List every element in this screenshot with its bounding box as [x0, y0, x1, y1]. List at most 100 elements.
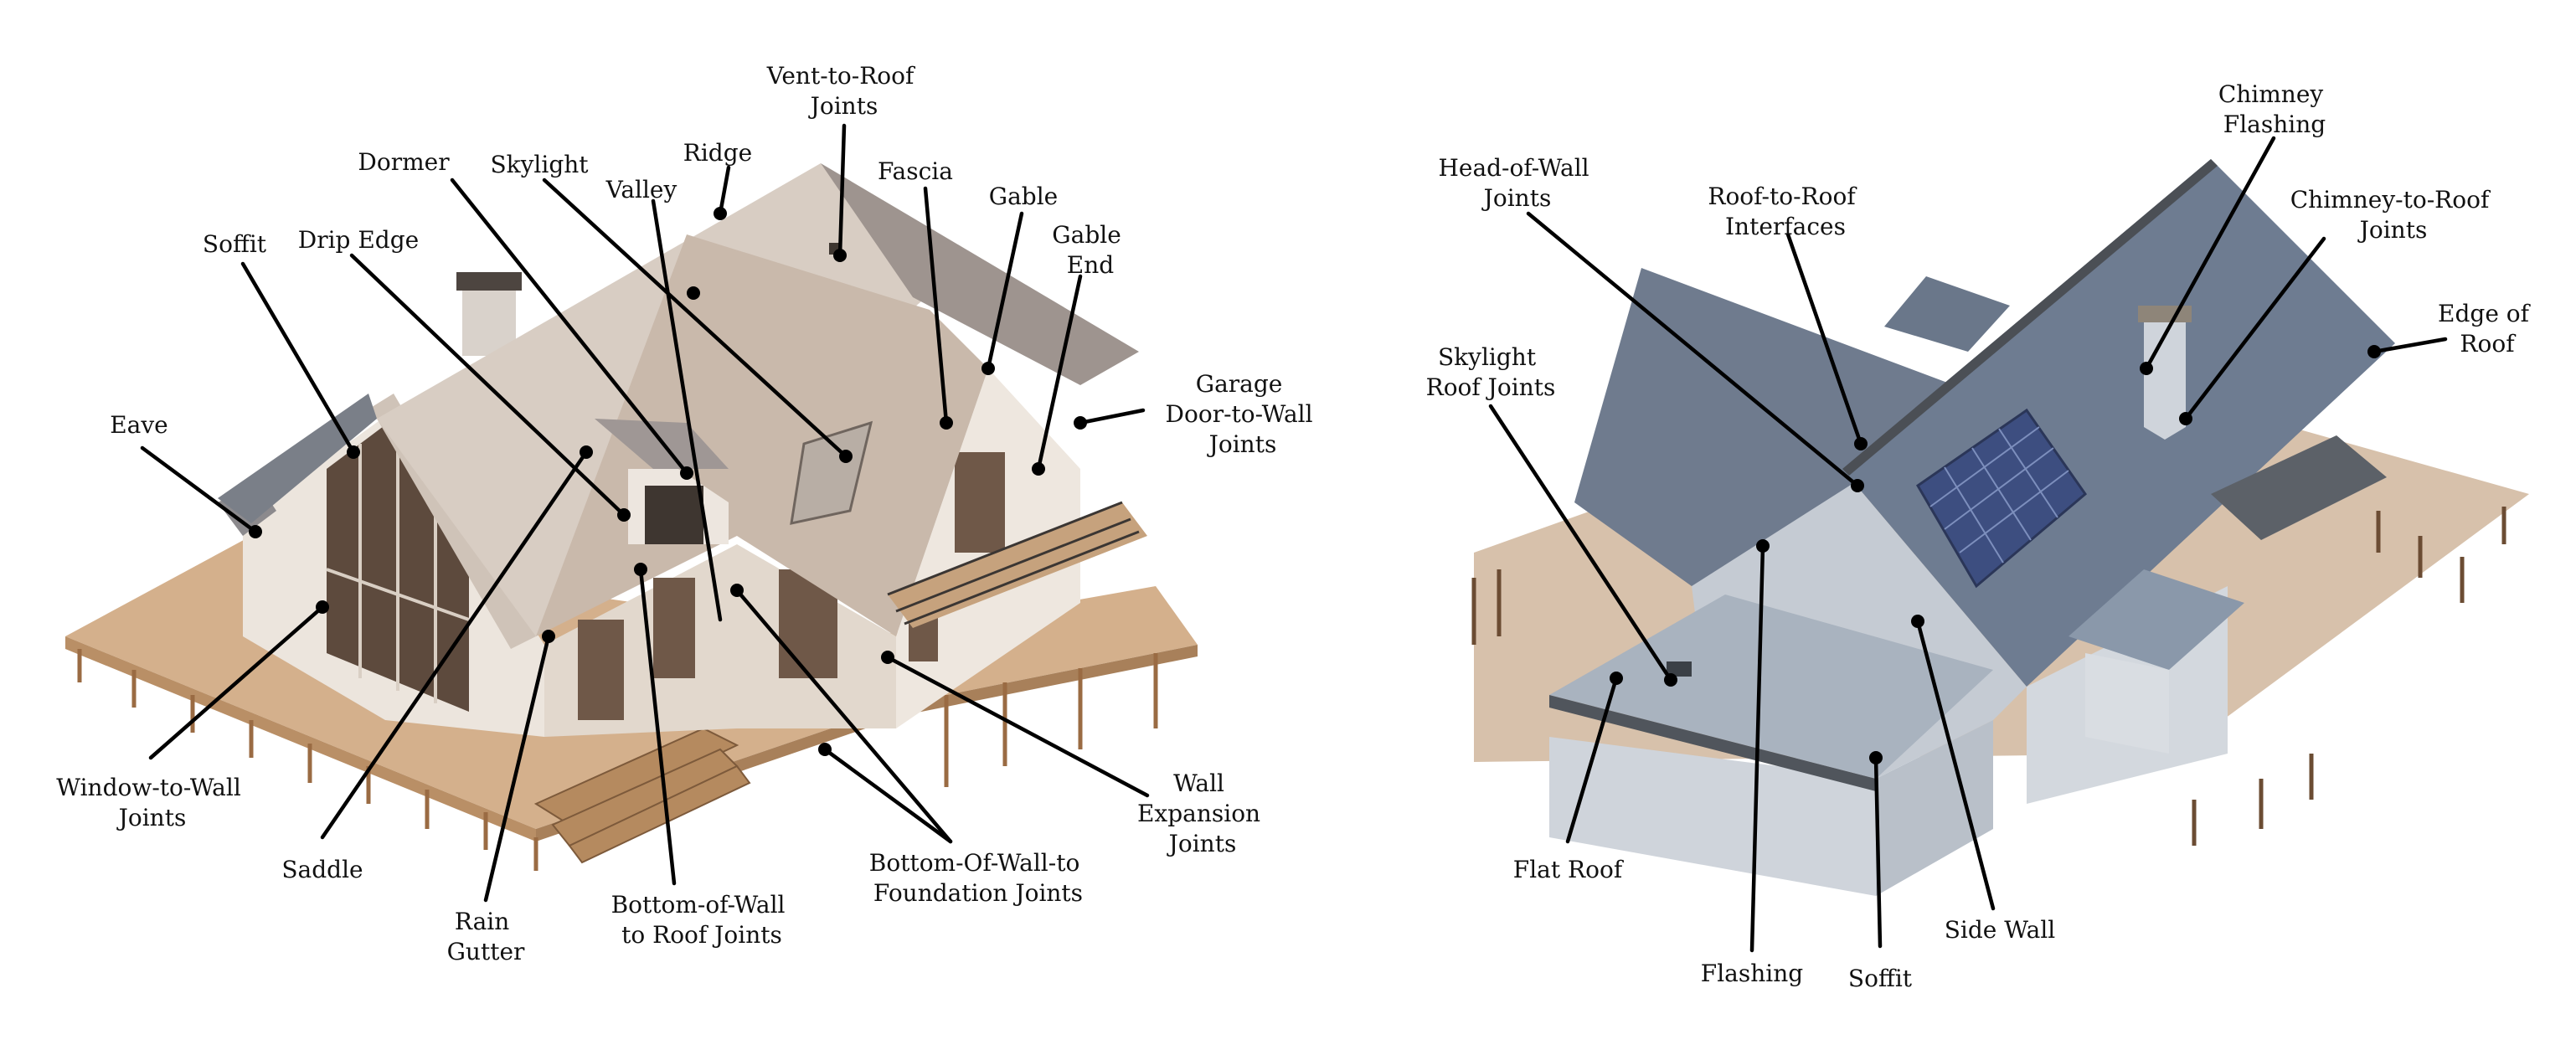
label-head-of-wall: Head-of-Wall Joints: [1438, 154, 1596, 212]
dot-drip-edge: [617, 508, 631, 522]
porch-roof: [2069, 569, 2244, 670]
leader-fascia: [923, 186, 949, 425]
label-valley: Valley: [605, 176, 677, 203]
leader-rain-gutter: [483, 634, 551, 903]
label-soffit-right: Soffit: [1848, 965, 1913, 992]
dot-gable-end: [1032, 462, 1045, 476]
leader-flat-roof: [1565, 676, 1619, 844]
leader-vent-to-roof: [837, 123, 847, 258]
dot-bottom-wall-foundation-a: [730, 584, 744, 597]
porch-wall: [2085, 653, 2169, 754]
dot-flashing: [1756, 539, 1770, 553]
leader-bottom-wall-roof: [638, 567, 677, 886]
main-roof-edge: [1842, 159, 2218, 476]
label-wall-expansion: Wall Expansion Joints: [1137, 769, 1268, 857]
label-roof-to-roof: Roof-to-Roof Interfaces: [1708, 183, 1862, 240]
dot-gable: [981, 362, 995, 375]
dot-rain-gutter: [542, 630, 555, 643]
label-flashing: Flashing: [1701, 960, 1803, 987]
dot-bottom-wall-foundation-b: [818, 743, 832, 756]
lower-wall-front: [1549, 737, 1876, 896]
label-flat-roof: Flat Roof: [1513, 856, 1625, 883]
leader-wall-expansion: [885, 655, 1150, 798]
leader-chimney-to-roof: [2183, 236, 2326, 421]
dot-edge-of-roof: [2367, 345, 2381, 358]
back-roof: [1884, 276, 2010, 352]
leader-drip-edge: [349, 253, 626, 517]
leader-gable-end: [1036, 274, 1083, 471]
label-edge-of-roof: Edge of Roof: [2438, 300, 2537, 358]
leader-skylight: [542, 178, 848, 459]
label-chimney-flashing: Chimney Flashing: [2218, 80, 2331, 138]
label-gable: Gable: [989, 183, 1059, 210]
dot-valley-top: [687, 286, 700, 300]
anchor-dots: [249, 207, 2381, 764]
dot-skylight-roof: [1664, 673, 1677, 687]
label-chimney-to-roof: Chimney-to-Roof Joints: [2290, 186, 2496, 244]
right-house-illustration: [1471, 159, 2529, 896]
leader-skylight-roof: [1488, 404, 1673, 682]
label-skylight-roof: Skylight Roof Joints: [1426, 343, 1556, 401]
dot-window-to-wall: [316, 600, 329, 614]
label-vent-to-roof: Vent-to-Roof Joints: [766, 62, 922, 120]
dot-vent-to-roof: [833, 249, 847, 262]
flat-roof-skylight: [1667, 661, 1692, 677]
dot-garage: [1074, 416, 1087, 430]
deck-posts: [77, 649, 1158, 871]
leader-eave: [140, 445, 258, 534]
flat-roof-shape: [1549, 594, 1993, 779]
label-ridge: Ridge: [683, 139, 752, 167]
leader-bottom-wall-foundation-b: [822, 747, 953, 844]
rear-roof: [821, 163, 1139, 385]
skylight-shape: [790, 420, 873, 525]
balcony: [887, 501, 1147, 628]
leader-saddle: [320, 450, 589, 840]
label-gable-end: Gable End: [1052, 221, 1128, 279]
dot-saddle: [580, 445, 593, 459]
leader-flashing: [1749, 543, 1765, 953]
left-big-roof: [1574, 268, 1976, 586]
dot-ridge: [714, 207, 727, 220]
dot-eave: [249, 525, 262, 538]
label-dormer: Dormer: [358, 148, 450, 176]
label-garage: Garage Door-to-Wall Joints: [1166, 370, 1321, 458]
leader-garage: [1078, 408, 1146, 425]
dot-side-wall: [1911, 615, 1924, 628]
deck-front-edge: [65, 636, 536, 842]
left-house-illustration: [65, 163, 1198, 871]
leader-bottom-wall-foundation-a: [734, 588, 953, 844]
leader-roof-to-roof: [1785, 232, 1863, 446]
dot-head-of-wall: [1851, 479, 1864, 492]
solar-panel: [1916, 408, 2088, 589]
label-bottom-wall-foundation: Bottom-Of-Wall-to Foundation Joints: [869, 849, 1087, 907]
leader-gable: [986, 211, 1024, 371]
leader-lines: [140, 123, 2448, 953]
label-bottom-wall-roof: Bottom-of-Wall to Roof Joints: [611, 891, 793, 949]
leader-side-wall: [1915, 619, 1996, 911]
dot-soffit: [347, 445, 360, 459]
deck-right-edge: [536, 645, 1198, 842]
dot-chimney-to-roof: [2179, 412, 2192, 425]
label-window-to-wall: Window-to-Wall Joints: [56, 774, 248, 831]
dot-roof-to-roof: [1854, 437, 1868, 450]
label-fascia: Fascia: [878, 157, 953, 185]
label-drip-edge: Drip Edge: [298, 226, 419, 254]
front-steps: [533, 727, 751, 864]
label-skylight: Skylight: [490, 151, 589, 178]
labels-right: Chimney Flashing Head-of-Wall Joints Roo…: [1426, 80, 2537, 992]
pergola-roof: [2211, 435, 2387, 540]
leader-chimney-flashing: [2144, 136, 2276, 371]
label-soffit: Soffit: [203, 230, 267, 258]
leader-edge-of-roof: [2372, 337, 2448, 354]
dot-flat-roof: [1610, 672, 1623, 685]
label-rain-gutter: Rain Gutter: [447, 908, 525, 965]
leader-valley: [651, 198, 723, 622]
right-deck-posts: [1471, 507, 2506, 846]
leader-ridge: [718, 165, 731, 216]
leader-window-to-wall: [148, 605, 325, 760]
label-eave: Eave: [110, 411, 168, 439]
leader-soffit: [240, 261, 356, 455]
dot-soffit-right: [1869, 751, 1883, 764]
label-side-wall: Side Wall: [1945, 916, 2056, 944]
